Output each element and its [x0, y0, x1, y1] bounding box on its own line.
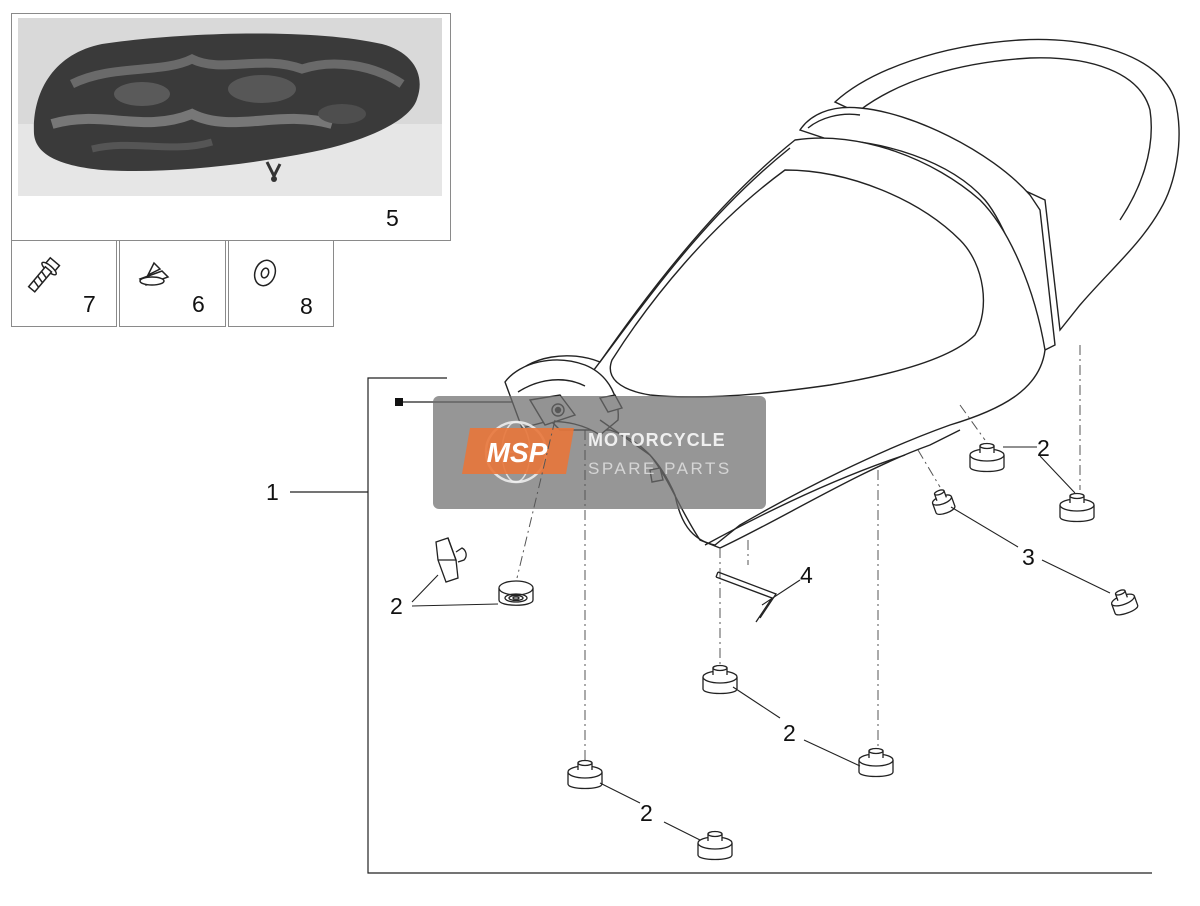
- inset-screw: 7: [11, 240, 117, 327]
- bumper-center-left: [702, 664, 738, 695]
- bumper-lower-right: [697, 830, 733, 861]
- callout-numbers: 1 2 2 3 4 2 2: [266, 435, 1050, 826]
- clip-icon: [138, 261, 170, 286]
- alignment-lines: [516, 345, 1081, 765]
- callout-seat-assembly: 1: [266, 479, 279, 505]
- bumper-lower-left: [567, 759, 603, 790]
- callout-hex-key: 4: [800, 562, 813, 588]
- inset-clip: 6: [119, 240, 226, 327]
- callout-front-bumpers: 2: [390, 593, 403, 619]
- kit-marker-icon: [395, 398, 403, 406]
- bumper-center-right: [858, 747, 894, 778]
- watermark-line2: SPARE PARTS: [588, 459, 732, 478]
- label-seat-cover: 5: [386, 205, 399, 231]
- label-screw: 7: [83, 291, 96, 317]
- inset-washer: 8: [228, 240, 334, 327]
- watermark-logo: MSP: [487, 437, 548, 468]
- callout-lower-bumpers: 2: [640, 800, 653, 826]
- washer-icon: [253, 259, 277, 287]
- bumpers: [435, 442, 1139, 861]
- inset-seat-cover: 5: [11, 13, 451, 241]
- screw-icon: [27, 256, 61, 293]
- watermark: MSP MOTORCYCLE SPARE PARTS: [433, 396, 766, 509]
- block-bumper-front: [435, 537, 467, 583]
- watermark-line1: MOTORCYCLE: [588, 430, 726, 450]
- hex-key-icon: [715, 571, 777, 623]
- bumper-rear-low: [1059, 492, 1095, 523]
- bumper-rear-top: [969, 442, 1005, 473]
- callout-center-bumpers: 2: [783, 720, 796, 746]
- grommet-front: [498, 580, 534, 606]
- assembly-bracket: [367, 377, 1152, 874]
- callout-leaders: [411, 446, 1111, 841]
- bumper-side-upper: [931, 489, 956, 516]
- callout-rear-bumpers: 2: [1037, 435, 1050, 461]
- bumper-side-lower: [1110, 589, 1139, 616]
- seat-cover-photo: [18, 18, 442, 196]
- label-clip: 6: [192, 291, 205, 317]
- callout-side-bumper: 3: [1022, 544, 1035, 570]
- label-washer: 8: [300, 293, 313, 319]
